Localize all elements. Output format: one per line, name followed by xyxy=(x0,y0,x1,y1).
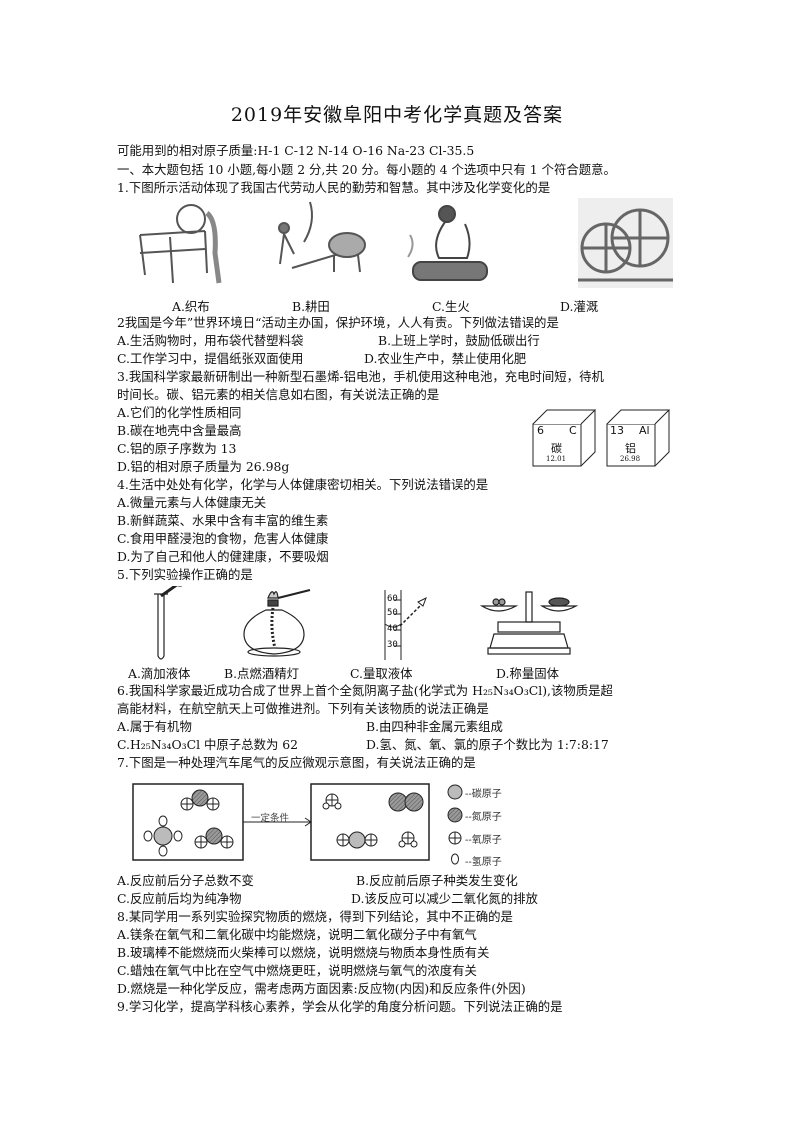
q6-option-b: B.由四种非金属元素组成 xyxy=(366,719,503,734)
atomic-masses-line: 可能用到的相对原子质量:H-1 C-12 N-14 O-16 Na-23 Cl-… xyxy=(117,143,475,158)
q3-option-b: B.碳在地壳中含量最高 xyxy=(117,423,242,438)
q2-option-c: C.工作学习中，提倡纸张双面使用 xyxy=(117,351,304,366)
carbon-name: 碳 xyxy=(551,442,562,455)
dropper-test-tube-image xyxy=(152,579,192,662)
element-card-carbon: 6 C 碳 12.01 xyxy=(532,402,597,467)
question-8-stem: 8.某同学用一系列实验探究物质的燃烧，得到下列结论，其中不正确的是 xyxy=(117,909,513,924)
question-5-stem: 5.下列实验操作正确的是 xyxy=(117,567,253,582)
aluminum-symbol: Al xyxy=(639,424,650,437)
q5-caption-d: D.称量固体 xyxy=(496,666,559,681)
aluminum-mass: 26.98 xyxy=(620,455,641,463)
reaction-condition-label: 一定条件 xyxy=(251,813,290,824)
carbon-symbol: C xyxy=(569,424,577,437)
q3-option-c: C.铝的原子序数为 13 xyxy=(117,441,237,456)
q3-option-d: D.铝的相对原子质量为 26.98g xyxy=(117,459,290,474)
fire-making-image xyxy=(395,200,495,290)
cylinder-tick-30: 30 xyxy=(387,640,398,650)
q7-option-c: C.反应前后均为纯净物 xyxy=(117,891,242,906)
q5-caption-c: C.量取液体 xyxy=(350,666,413,681)
graduated-cylinder-image: 60 50 40 30 xyxy=(360,588,440,660)
q1-caption-b: B.耕田 xyxy=(292,299,330,314)
q7-option-a: A.反应前后分子总数不变 xyxy=(117,873,254,888)
legend-oxygen-atom: --氧原子 xyxy=(465,835,502,846)
legend-carbon-atom: --碳原子 xyxy=(465,789,502,800)
cylinder-tick-50: 50 xyxy=(387,608,398,618)
question-3-stem-line1: 3.我国科学家最新研制出一种新型石墨烯-铝电池，手机使用这种电池，充电时间短，待… xyxy=(117,369,604,384)
question-6-stem-line2: 高能材料，在航空航天上可做推进剂。下列有关该物质的说法正确是 xyxy=(117,701,489,716)
q4-option-b: B.新鲜蔬菜、水果中含有丰富的维生素 xyxy=(117,513,329,528)
q6-option-a: A.属于有机物 xyxy=(117,719,192,734)
document-title: 2019年安徽阜阳中考化学真题及答案 xyxy=(230,104,564,126)
q5-caption-a: A.滴加液体 xyxy=(128,666,191,681)
q8-option-a: A.镁条在氧气和二氧化碳中均能燃烧，说明二氧化碳分子中有氧气 xyxy=(117,927,477,942)
question-6-stem-line1: 6.我国科学家最近成功合成了世界上首个全氮阴离子盐(化学式为 H₂₅N₃₄O₃C… xyxy=(117,683,613,698)
plowing-ox-image xyxy=(262,200,382,290)
reaction-diagram: 一定条件 --碳原子 --氮原子 --氧原子 --氢原子 xyxy=(125,778,545,868)
q2-option-d: D.农业生产中，禁止使用化肥 xyxy=(364,351,527,366)
q7-option-d: D.该反应可以减少二氧化氮的排放 xyxy=(351,891,538,906)
legend-nitrogen-atom: --氮原子 xyxy=(465,812,502,823)
cylinder-tick-60: 60 xyxy=(387,594,398,604)
balance-scale-image xyxy=(479,590,580,660)
loom-image xyxy=(135,203,235,288)
q3-option-a: A.它们的化学性质相同 xyxy=(117,405,242,420)
q5-caption-b: B.点燃酒精灯 xyxy=(224,666,299,681)
question-1-stem: 1.下图所示活动体现了我国古代劳动人民的勤劳和智慧。其中涉及化学变化的是 xyxy=(117,180,551,195)
q6-option-d: D.氢、氮、氧、氯的原子个数比为 1:7:8:17 xyxy=(366,737,609,752)
carbon-atomic-number: 6 xyxy=(537,424,544,437)
element-card-aluminum: 13 Al 铝 26.98 xyxy=(606,402,671,467)
q1-caption-c: C.生火 xyxy=(432,299,470,314)
q8-option-b: B.玻璃棒不能燃烧而火柴棒可以燃烧，说明燃烧与物质本身性质有关 xyxy=(117,945,490,960)
q1-caption-d: D.灌溉 xyxy=(560,299,599,314)
question-3-stem-line2: 时间长。碳、铝元素的相关信息如右图，有关说法正确的是 xyxy=(117,387,440,402)
alcohol-lamp-image xyxy=(240,586,320,658)
carbon-mass: 12.01 xyxy=(546,455,567,463)
question-9-stem: 9.学习化学，提高学科核心素养，学会从化学的角度分析问题。下列说法正确的是 xyxy=(117,999,563,1014)
waterwheel-image xyxy=(578,198,673,288)
q8-option-c: C.蜡烛在氧气中比在空气中燃烧更旺，说明燃烧与氧气的浓度有关 xyxy=(117,963,477,978)
question-4-stem: 4.生活中处处有化学，化学与人体健康密切相关。下列说法错误的是 xyxy=(117,477,489,492)
question-2-stem: 2我国是今年”世界环境日“活动主办国，保护环境，人人有责。下列做法错误的是 xyxy=(117,315,559,330)
q4-option-d: D.为了自己和他人的健建康，不要吸烟 xyxy=(117,549,329,564)
q7-option-b: B.反应前后原子种类发生变化 xyxy=(356,873,518,888)
section-instructions: 一、本大题包括 10 小题,每小题 2 分,共 20 分。每小题的 4 个选项中… xyxy=(117,162,616,177)
q8-option-d: D.燃烧是一种化学反应，需考虑两方面因素:反应物(内因)和反应条件(外因) xyxy=(117,981,526,996)
q2-option-a: A.生活购物时，用布袋代替塑料袋 xyxy=(117,333,304,348)
q2-option-b: B.上班上学时，鼓励低碳出行 xyxy=(378,333,540,348)
q6-option-c: C.H₂₅N₃₄O₃Cl 中原子总数为 62 xyxy=(117,737,299,752)
question-7-stem: 7.下图是一种处理汽车尾气的反应微观示意图，有关说法正确的是 xyxy=(117,755,476,770)
aluminum-atomic-number: 13 xyxy=(610,424,624,437)
cylinder-tick-40: 40 xyxy=(387,624,398,634)
legend-hydrogen-atom: --氢原子 xyxy=(465,857,502,868)
q4-option-a: A.微量元素与人体健康无关 xyxy=(117,495,267,510)
q4-option-c: C.食用甲醛浸泡的食物，危害人体健康 xyxy=(117,531,329,546)
q1-caption-a: A.织布 xyxy=(172,299,210,314)
aluminum-name: 铝 xyxy=(625,442,636,455)
